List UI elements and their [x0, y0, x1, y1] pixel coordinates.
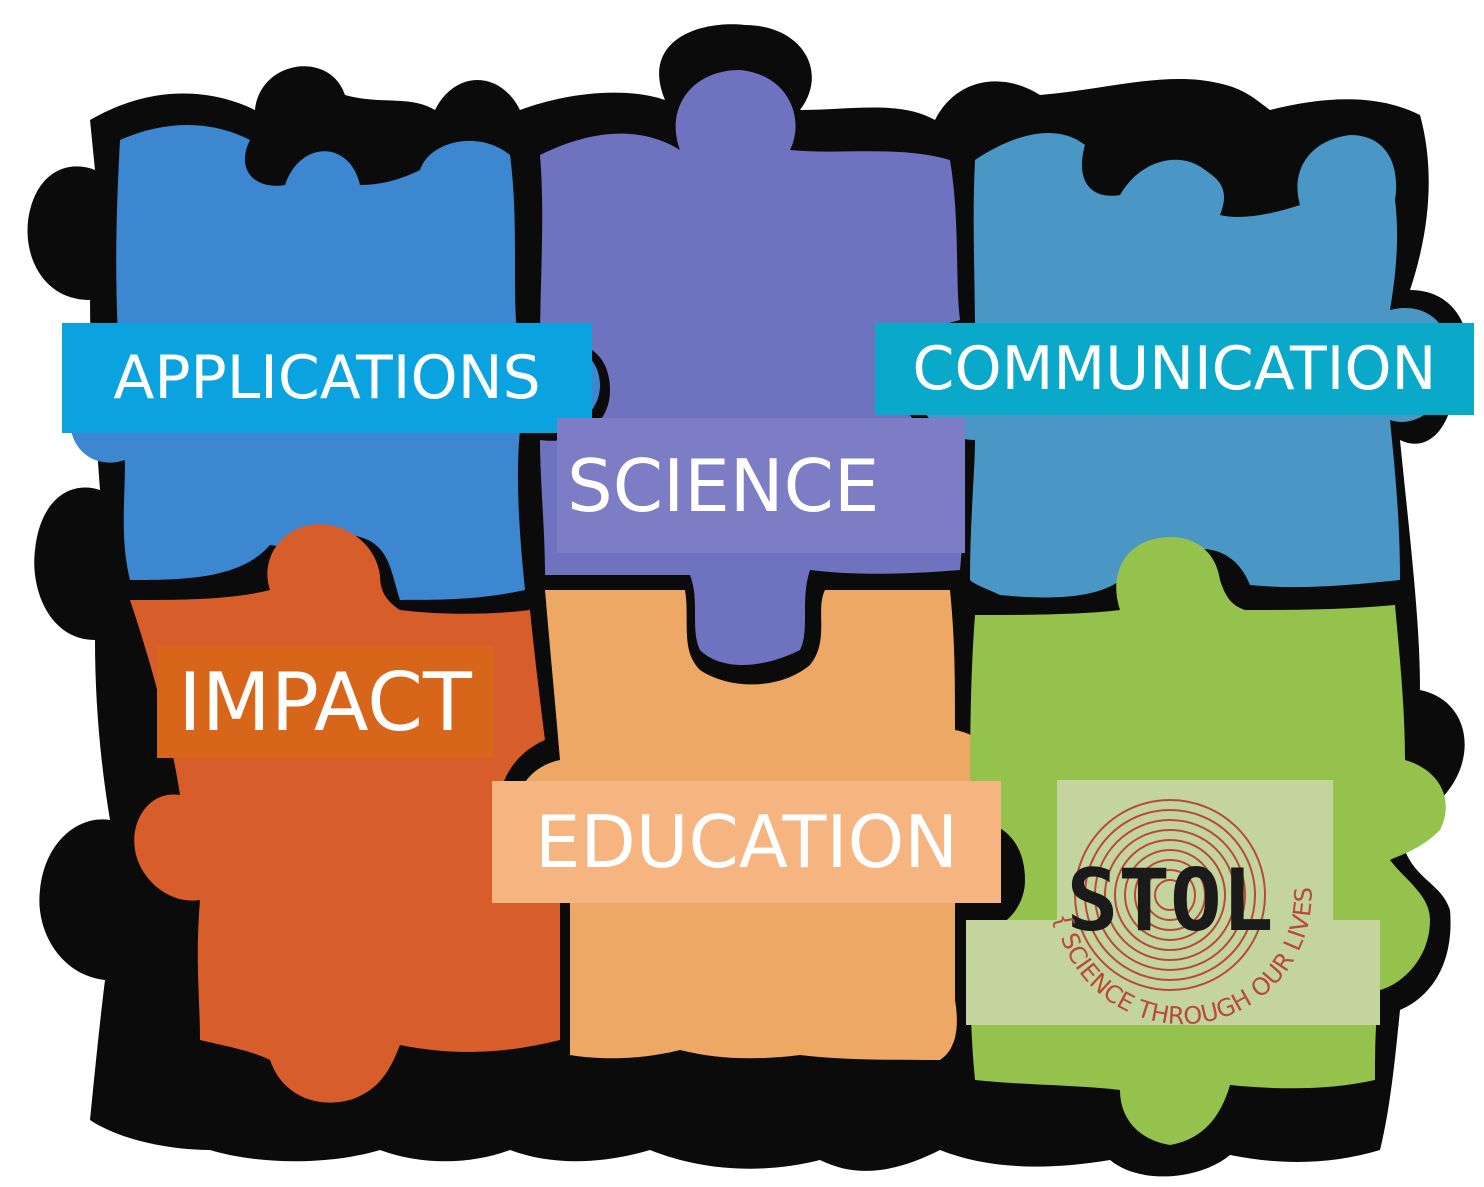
applications-label: APPLICATIONS [62, 323, 592, 433]
communication-label: COMMUNICATION [875, 323, 1474, 415]
stol-logo: STOL { SCIENCE THROUGH OUR LIVES } [1020, 785, 1318, 1030]
science-label: SCIENCE [557, 418, 965, 553]
communication-text: COMMUNICATION [912, 334, 1437, 404]
applications-text: APPLICATIONS [113, 343, 541, 413]
science-text: SCIENCE [567, 443, 880, 528]
impact-text: IMPACT [178, 655, 472, 749]
impact-label: IMPACT [157, 646, 493, 758]
education-label: EDUCATION [492, 781, 1001, 903]
stol-rings-icon [1074, 799, 1266, 991]
education-text: EDUCATION [534, 800, 959, 884]
stol-background-lower [966, 920, 1380, 1025]
stol-title: STOL [1066, 851, 1273, 951]
